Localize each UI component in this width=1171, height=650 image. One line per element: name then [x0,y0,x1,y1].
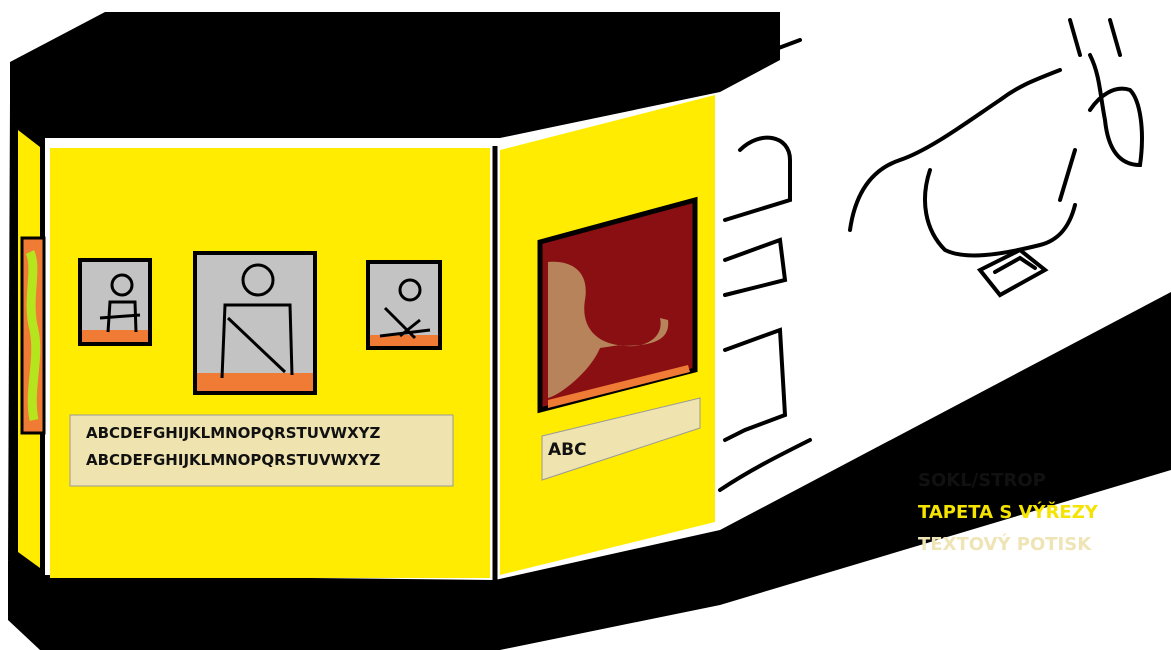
legend-base-ceiling: SOKL/STROP [918,470,1046,491]
picture-small-right [368,262,440,348]
text-print-line-1: ABCDEFGHIJKLMNOPQRSTUVWXYZ [86,424,380,442]
legend-wallpaper-cutouts: TAPETA S VÝŘEZY [918,502,1098,523]
picture-small-left [80,260,150,344]
text-print-small-label: ABC [548,440,587,460]
picture-large-center [195,253,315,393]
legend-text-print: TEXTOVÝ POTISK [918,534,1091,555]
text-print-line-2: ABCDEFGHIJKLMNOPQRSTUVWXYZ [86,451,380,469]
